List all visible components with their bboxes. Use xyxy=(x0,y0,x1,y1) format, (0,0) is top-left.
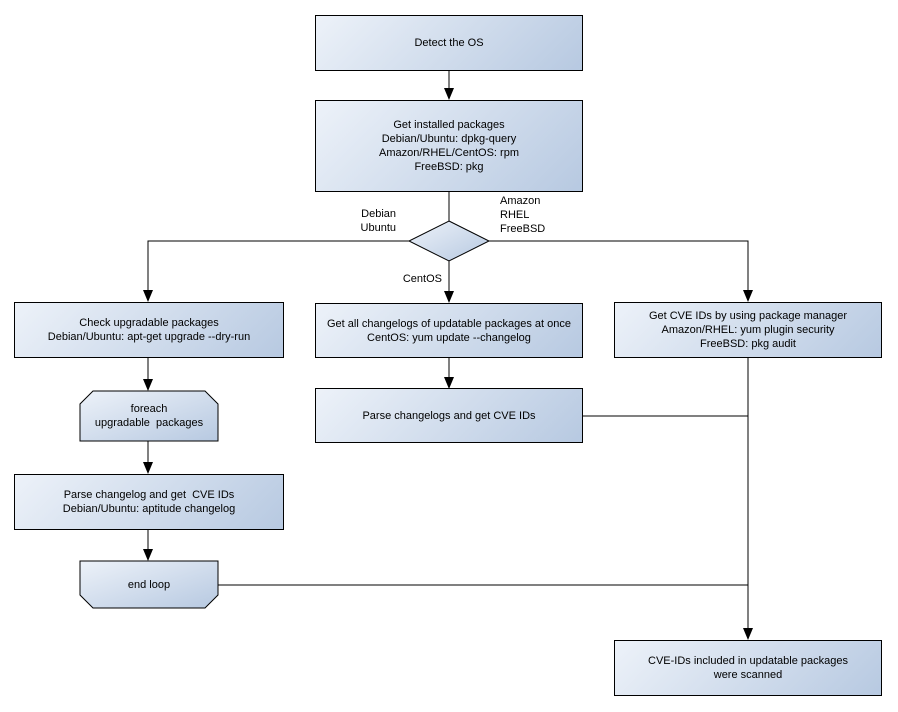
node-check-upgradable-packages: Check upgradable packages Debian/Ubuntu:… xyxy=(14,302,284,358)
node-end-loop-label: end loop xyxy=(127,578,171,591)
node-cve-ids-scanned-label: CVE-IDs included in updatable packages w… xyxy=(648,655,848,681)
edge-label-centos: CentOS xyxy=(402,273,442,285)
node-get-installed-packages: Get installed packages Debian/Ubuntu: dp… xyxy=(315,100,583,192)
node-parse-changelogs-label: Parse changelogs and get CVE IDs xyxy=(362,409,536,422)
loop-start-shape xyxy=(79,390,219,442)
edge-label-amazon-rhel-freebsd: Amazon RHEL FreeBSD xyxy=(500,195,546,235)
node-detect-os: Detect the OS xyxy=(315,15,583,71)
edge-decision-to-check-upgradable xyxy=(143,240,409,302)
node-parse-changelog-debian-label: Parse changelog and get CVE IDs Debian/U… xyxy=(62,489,236,515)
edge-decision-to-get-cve xyxy=(489,240,753,302)
node-parse-changelogs: Parse changelogs and get CVE IDs xyxy=(315,388,583,443)
node-get-installed-packages-label: Get installed packages Debian/Ubuntu: dp… xyxy=(379,119,519,173)
decision-os-diamond xyxy=(407,220,491,262)
node-check-upgradable-packages-label: Check upgradable packages Debian/Ubuntu:… xyxy=(47,317,251,343)
node-foreach-loop-start: foreach upgradable packages xyxy=(80,391,218,441)
node-detect-os-label: Detect the OS xyxy=(414,37,484,49)
node-cve-ids-scanned: CVE-IDs included in updatable packages w… xyxy=(614,640,882,696)
node-get-all-changelogs: Get all changelogs of updatable packages… xyxy=(315,303,583,358)
loop-end-shape xyxy=(79,560,219,609)
node-get-cve-ids-package-manager-label: Get CVE IDs by using package manager Ama… xyxy=(648,310,848,350)
node-end-loop: end loop xyxy=(80,561,218,608)
node-parse-changelog-debian: Parse changelog and get CVE IDs Debian/U… xyxy=(14,474,284,530)
node-get-all-changelogs-label: Get all changelogs of updatable packages… xyxy=(326,317,571,344)
node-get-cve-ids-package-manager: Get CVE IDs by using package manager Ama… xyxy=(614,302,882,358)
edge-label-debian-ubuntu: Debian Ubuntu xyxy=(360,208,396,234)
node-foreach-loop-start-label: foreach upgradable packages xyxy=(94,403,204,429)
